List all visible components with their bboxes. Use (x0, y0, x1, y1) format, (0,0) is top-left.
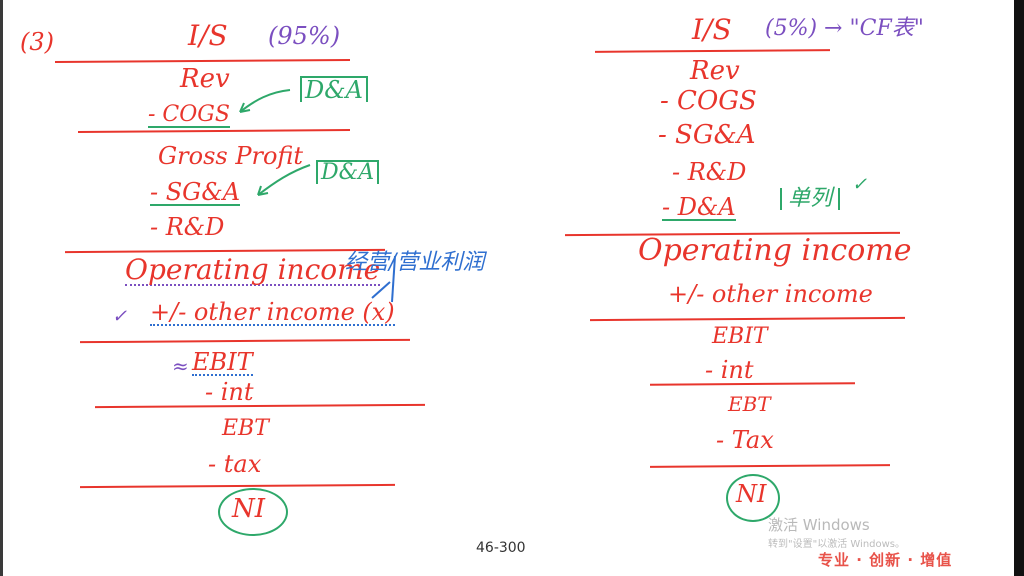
left-title: I/S (188, 19, 228, 52)
chinese-note: 经营/营业利润 (345, 250, 485, 275)
ni-circle (726, 474, 780, 522)
separate-note: 单列 (780, 188, 841, 210)
section-label: (3) (20, 28, 54, 56)
ni-circle (218, 488, 288, 536)
left-title-note: (95%) (268, 22, 341, 50)
item-operating-income: Operating income (125, 253, 381, 286)
check-mark: ✓ (112, 306, 128, 327)
windows-activation-title: 激活 Windows (768, 516, 870, 534)
approx-sign: ≈ (172, 354, 189, 378)
page-number: 46-300 (476, 540, 526, 556)
right-title-note: (5%) → "CF表" (765, 16, 924, 41)
windows-activation-subtitle: 转到"设置"以激活 Windows。 (768, 539, 906, 550)
item-da: - D&A (662, 193, 736, 221)
check-mark: ✓ (852, 174, 868, 195)
item-rev: Rev (180, 64, 230, 94)
brand-slogan: 专业 · 创新 · 增值 (818, 551, 953, 569)
item-int: - int (205, 378, 254, 406)
right-title: I/S (692, 13, 732, 46)
da-annotation-2: D&A (316, 160, 380, 184)
item-ebit: EBIT (712, 324, 768, 349)
item-ebt: EBT (222, 416, 269, 441)
arrow-da-sga (257, 164, 311, 196)
item-ni: NI (736, 480, 767, 508)
item-tax: - tax (208, 450, 262, 478)
item-operating-income: Operating income (638, 233, 912, 268)
slash-mark (391, 255, 396, 303)
item-sga: - SG&A (658, 120, 756, 150)
item-rd: - R&D (672, 158, 747, 186)
item-rd: - R&D (150, 213, 225, 241)
item-tax: - Tax (716, 426, 774, 454)
arrow-head (239, 102, 251, 113)
item-sga: - SG&A (150, 178, 241, 206)
item-int: - int (705, 356, 754, 384)
item-ebit: EBIT (192, 348, 253, 376)
arrow-note-other-income (371, 281, 391, 299)
item-other-income: +/- other income (668, 280, 873, 308)
item-cogs: - COGS (148, 102, 230, 128)
video-left-border (0, 0, 3, 576)
arrow-head (257, 185, 269, 196)
item-cogs: - COGS (660, 86, 757, 116)
item-gross-profit: Gross Profit (158, 142, 304, 170)
arrow-da-cogs (239, 89, 291, 113)
video-right-border (1014, 0, 1024, 576)
item-rev: Rev (690, 56, 740, 86)
item-ni: NI (232, 494, 266, 524)
da-annotation: D&A (300, 76, 368, 102)
item-other-income: +/- other income (x) (150, 298, 395, 326)
item-ebt: EBT (728, 392, 771, 416)
